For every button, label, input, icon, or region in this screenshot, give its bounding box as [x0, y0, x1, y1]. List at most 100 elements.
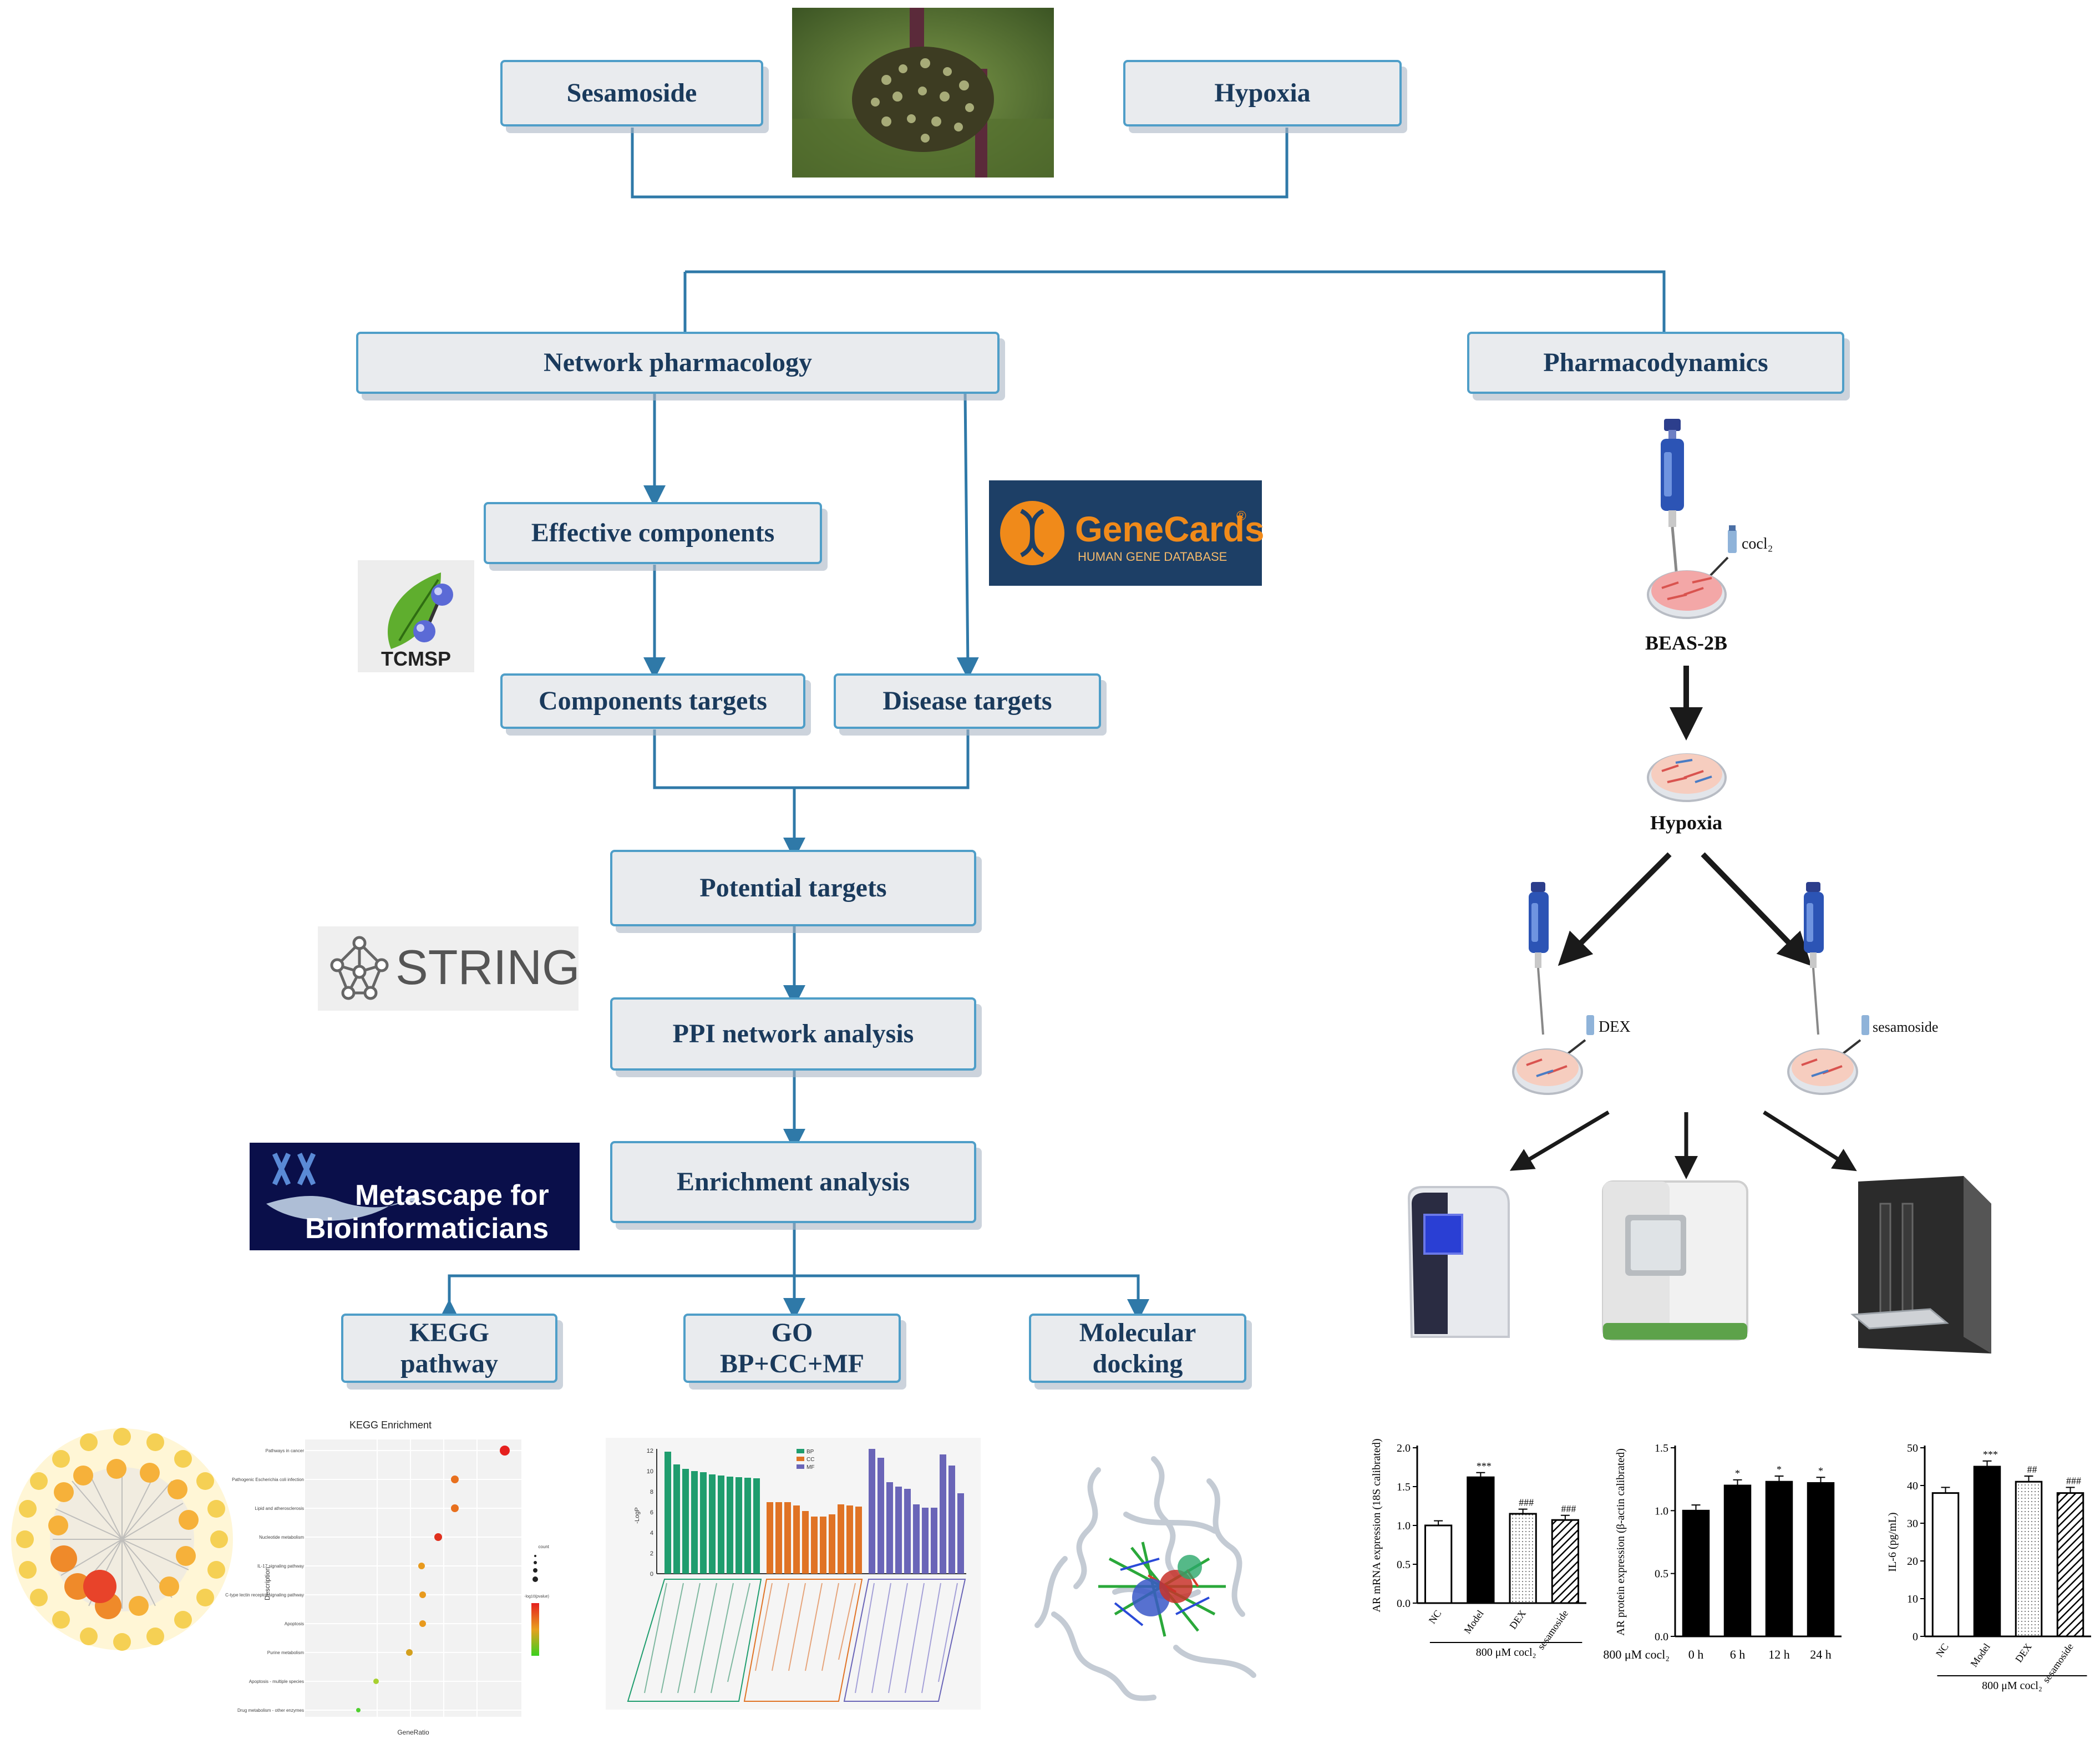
kegg-enrichment-plot: KEGG Enrichment Pathways in cancer Patho… [225, 1417, 550, 1739]
kegg-label: KEGG [409, 1318, 489, 1348]
x-tick-label: 24 h [1810, 1647, 1832, 1661]
significance-mark: ### [1519, 1497, 1534, 1508]
metascape-logo-line1: Metascape for [355, 1179, 549, 1211]
go-legend-cc: CC [806, 1457, 814, 1463]
tcmsp-logo-text: TCMSP [381, 647, 451, 670]
y-tick-label: 30 [1907, 1518, 1918, 1530]
significance-mark: ### [2066, 1475, 2081, 1486]
go-ylabel: -LogP [634, 1507, 641, 1523]
y-tick-label: 40 [1907, 1480, 1918, 1492]
x-tick-label: DEX [2013, 1641, 2034, 1665]
y-tick-label: 0 [1913, 1631, 1918, 1643]
enrichment-analysis-label: Enrichment analysis [676, 1167, 910, 1197]
beas2b-label: BEAS-2B [1645, 632, 1728, 654]
y-tick-label: 10 [1907, 1593, 1918, 1605]
kegg-term: C-type lectin receptor signaling pathway [225, 1593, 304, 1598]
significance-mark: * [1735, 1468, 1740, 1479]
group-label: 800 μM cocl₂ [1476, 1646, 1536, 1659]
pipette-dex-illustration: DEX [1512, 882, 1631, 1095]
kegg-plot-title: KEGG Enrichment [349, 1419, 432, 1431]
metascape-logo: Metascape for Bioinformaticians [250, 1143, 580, 1250]
significance-mark: * [1818, 1465, 1823, 1476]
disease-targets-label: Disease targets [882, 686, 1052, 716]
group-label: 800 μM cocl₂ [1982, 1680, 2042, 1692]
hypoxia-box: Hypoxia [1123, 60, 1402, 126]
bar [1424, 1524, 1453, 1604]
kegg-plot-ylabel: Description [263, 1567, 271, 1600]
kegg-term: Apoptosis - multiple species [249, 1679, 304, 1684]
genecards-logo-subtext: HUMAN GENE DATABASE [1078, 550, 1227, 564]
go-legend-bp: BP [806, 1449, 814, 1455]
sequencer-illustration [1602, 1180, 1748, 1341]
kegg-term: Pathogenic Escherichia coli infection [232, 1477, 304, 1482]
network-pharmacology-box: Network pharmacology [356, 332, 1000, 394]
kegg-term: Drug metabolism - other enzymes [237, 1708, 304, 1713]
x-tick-label: Model [1462, 1608, 1485, 1636]
ar-protein-bar-chart: 0.00.51.01.5AR protein expression (β-act… [1603, 1442, 1842, 1661]
go-ytick: 2 [650, 1550, 653, 1557]
docking-label: docking [1092, 1348, 1183, 1378]
y-tick-label: 50 [1907, 1442, 1918, 1454]
dish-beas2b-illustration [1647, 570, 1727, 619]
bar [1509, 1513, 1537, 1604]
y-tick-label: 0.5 [1397, 1559, 1411, 1571]
x-tick-label: Model [1968, 1641, 1992, 1669]
kegg-term: Apoptosis [285, 1621, 304, 1626]
y-tick-label: 0.0 [1655, 1631, 1668, 1643]
pathway-label: pathway [400, 1348, 499, 1378]
kegg-legend-count: count [538, 1544, 549, 1549]
pipette-sesamoside-illustration: sesamoside [1787, 882, 1938, 1095]
significance-mark: ### [1561, 1503, 1576, 1514]
y-tick-label: 0.5 [1655, 1568, 1668, 1580]
go-ytick: 4 [650, 1530, 653, 1537]
group-label: 800 μM cocl₂ [1603, 1647, 1670, 1661]
tcmsp-logo: TCMSP [358, 560, 474, 672]
components-targets-label: Components targets [539, 686, 767, 716]
dex-label: DEX [1599, 1018, 1631, 1036]
x-tick-label: NC [1427, 1608, 1444, 1626]
y-tick-label: 2.0 [1397, 1442, 1411, 1454]
potential-targets-box: Potential targets [610, 850, 976, 926]
kegg-legend-pvalue: -log10(pvalue) [524, 1595, 549, 1599]
go-ytick: 10 [647, 1468, 653, 1475]
bar [1931, 1492, 1960, 1637]
potential-targets-label: Potential targets [699, 873, 887, 903]
kegg-pathway-box: KEGG pathway [341, 1314, 557, 1383]
metascape-logo-line2: Bioinformaticians [305, 1213, 549, 1245]
kegg-term: Lipid and atherosclerosis [255, 1506, 305, 1511]
bar [2015, 1481, 2043, 1637]
x-tick-label: NC [1934, 1641, 1951, 1659]
svg-text:®: ® [1236, 509, 1246, 524]
significance-mark: * [1777, 1464, 1782, 1475]
y-tick-label: 1.0 [1655, 1505, 1668, 1517]
kegg-term: Purine metabolism [267, 1650, 305, 1655]
kegg-term: Nucleotide metabolism [259, 1535, 304, 1540]
string-logo-text: STRING [395, 940, 580, 995]
kegg-term: IL-17 signaling pathway [257, 1564, 304, 1569]
go-ytick: 8 [650, 1489, 653, 1495]
bar [1973, 1466, 2001, 1637]
y-tick-label: 1.0 [1397, 1520, 1411, 1532]
x-tick-label: sesamoside [1535, 1608, 1570, 1652]
bar [1723, 1484, 1752, 1637]
cocl2-label: cocl₂ [1742, 535, 1773, 552]
x-tick-label: DEX [1507, 1608, 1528, 1631]
x-tick-label: 0 h [1688, 1647, 1704, 1661]
significance-mark: *** [1477, 1461, 1492, 1472]
kegg-term: Pathways in cancer [266, 1448, 305, 1453]
disease-targets-box: Disease targets [834, 673, 1101, 729]
significance-mark: *** [1983, 1449, 1998, 1460]
go-ytick: 6 [650, 1509, 653, 1516]
effective-components-label: Effective components [531, 518, 775, 548]
pharmacodynamics-label: Pharmacodynamics [1543, 348, 1768, 378]
go-ytick: 0 [650, 1571, 653, 1578]
molecular-docking-image [1032, 1448, 1287, 1708]
kegg-plot-xlabel: GeneRatio [397, 1728, 429, 1736]
significance-mark: ## [2027, 1464, 2037, 1475]
effective-components-box: Effective components [484, 502, 822, 564]
molecular-docking-box: Molecular docking [1029, 1314, 1246, 1383]
hypoxia-step-label: Hypoxia [1650, 812, 1723, 834]
string-logo: STRING [318, 926, 580, 1011]
pcr-machine-illustration [1407, 1186, 1510, 1338]
